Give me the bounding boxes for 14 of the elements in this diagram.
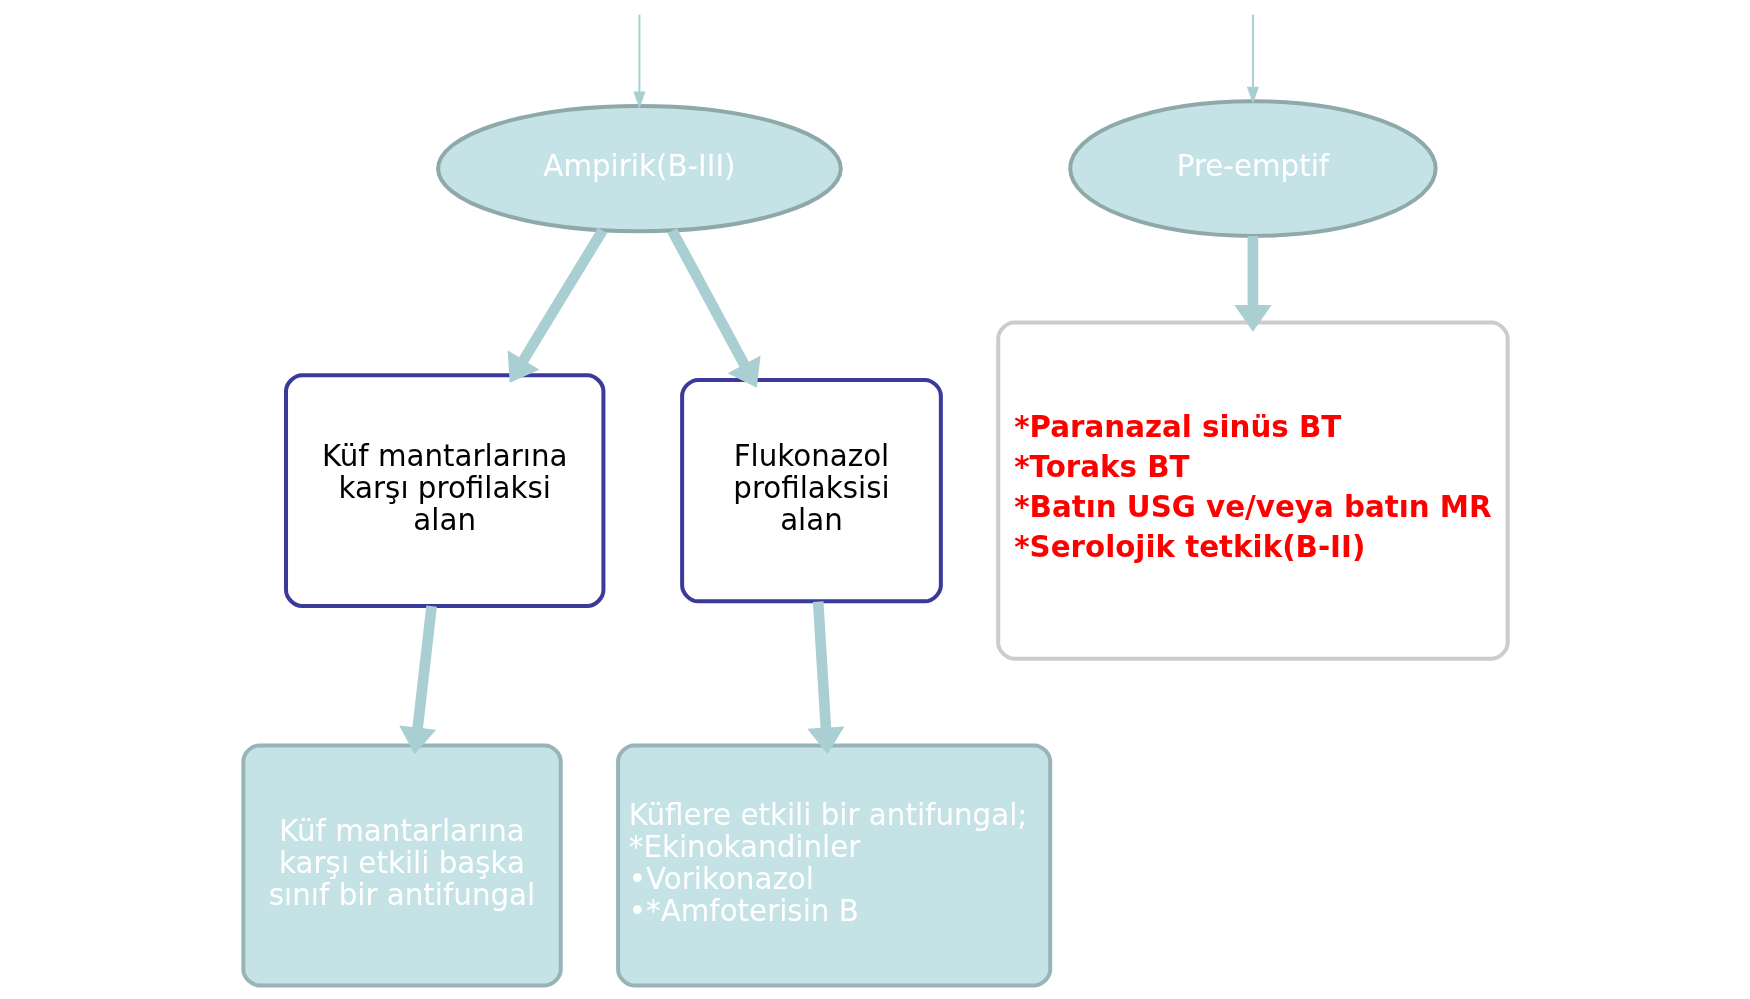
node-box: Küf mantarlarına karşı etkili başka sınıf bir antifungal — [240, 743, 563, 988]
arrow — [1246, 13, 1259, 105]
arrow — [806, 601, 844, 755]
node-box: Küf mantarlarına karşı profilaksi alan — [283, 373, 605, 608]
node-box: Küflere etkili bir antifungal; *Ekinokandinler •Vorikonazol •*Amfoterisin B — [615, 743, 1052, 988]
arrow — [398, 605, 437, 755]
arrow — [632, 13, 645, 109]
arrow — [667, 228, 761, 388]
node-box: Flukonazol profilaksisi alan — [679, 377, 943, 604]
node-box: *Paranazal sinüs BT *Toraks BT *Batın USG ve/veya batın MR *Serolojik tetkik(B-II) — [995, 320, 1510, 661]
arrow — [1233, 236, 1272, 332]
node-ellipse: Ampirik(B-III) — [435, 103, 843, 234]
arrow — [507, 227, 607, 383]
node-ellipse: Pre-emptif — [1067, 99, 1438, 238]
